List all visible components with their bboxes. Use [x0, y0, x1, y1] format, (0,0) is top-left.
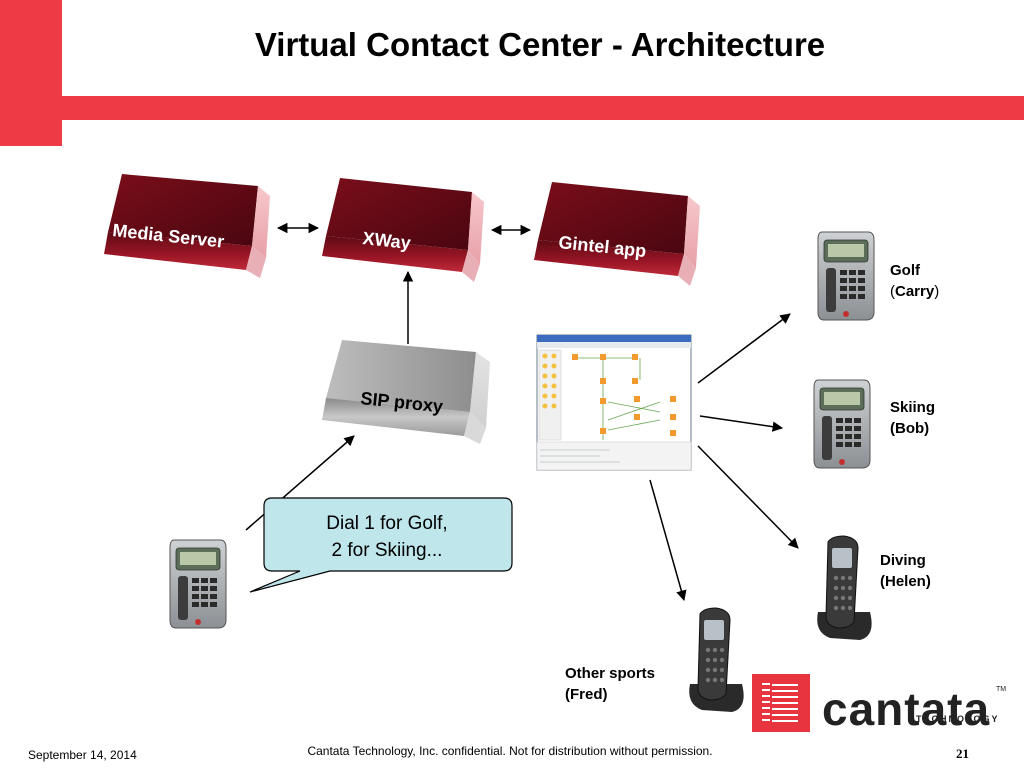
xway-box	[322, 178, 484, 282]
footer-date: September 14, 2014	[28, 748, 137, 762]
sip-proxy-box	[322, 340, 490, 444]
cantata-wordmark: cantata	[822, 683, 991, 735]
cordless-phone-icon	[817, 535, 872, 640]
skiing-sport: Skiing	[890, 399, 936, 416]
gintel-app-box	[534, 182, 700, 286]
skiing-agent-label: Skiing (Bob)	[890, 397, 935, 439]
diving-agent-label: Diving (Helen)	[880, 550, 931, 592]
other-name: (Fred)	[565, 686, 608, 703]
desk-phone-icon	[817, 231, 875, 321]
diving-name: (Helen)	[880, 573, 931, 590]
page-number: 21	[956, 746, 969, 761]
workflow-screenshot	[536, 334, 692, 471]
header-accent-bar	[0, 96, 1024, 120]
diving-sport: Diving	[880, 552, 926, 569]
header-accent-square	[0, 120, 62, 146]
cantata-logo	[752, 674, 810, 732]
bubble-line-2: 2 for Skiing...	[331, 540, 443, 561]
cantata-subtitle: TECHNOLOGY	[916, 714, 1000, 724]
golf-agent-label: Golf (Carry)	[890, 260, 939, 302]
footer-confidential: Cantata Technology, Inc. confidential. N…	[307, 744, 713, 758]
golf-sport: Golf	[890, 262, 920, 279]
desk-phone-icon	[813, 379, 871, 469]
golf-name-line: (Carry)	[890, 283, 940, 300]
app-to-diving-arrow	[697, 445, 799, 549]
other-agent-label: Other sports (Fred)	[565, 663, 655, 705]
speech-bubble	[249, 497, 513, 593]
cordless-phone-icon	[688, 607, 745, 713]
skiing-name: (Bob)	[890, 420, 930, 437]
cantata-trademark: TM	[996, 686, 1007, 693]
desk-phone-icon	[169, 539, 227, 629]
slide-title: Virtual Contact Center - Architecture	[254, 26, 826, 63]
golf-name: Carry	[895, 283, 935, 300]
media-server-box	[104, 174, 270, 278]
app-to-golf-arrow	[697, 313, 791, 384]
app-to-other-arrow	[649, 479, 687, 602]
other-sport: Other sports	[565, 665, 656, 682]
app-to-skiing-arrow	[699, 415, 784, 432]
bubble-line-1: Dial 1 for Golf,	[326, 513, 448, 534]
bubble-text: Dial 1 for Golf, 2 for Skiing...	[262, 510, 512, 564]
